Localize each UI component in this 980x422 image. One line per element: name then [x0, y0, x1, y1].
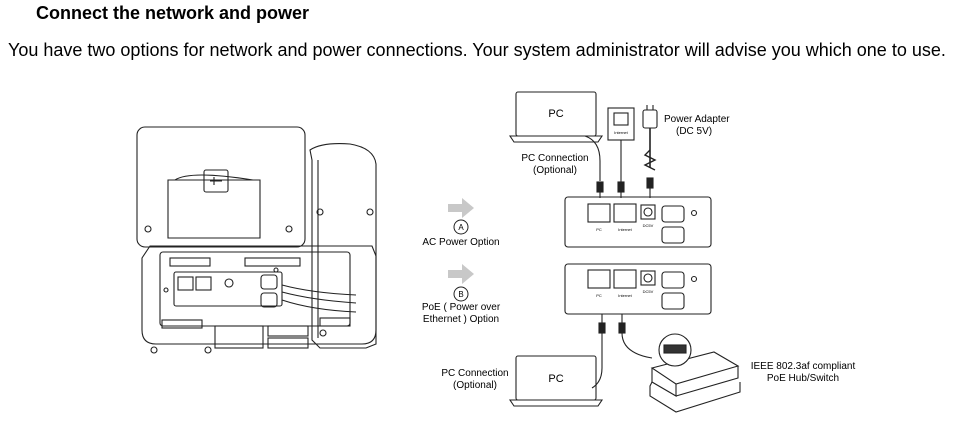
power-adapter-icon [642, 105, 658, 190]
port-label-dc-a: DC5V [643, 223, 654, 228]
internet-wall-jack [607, 107, 635, 141]
internet-jack-label: Internet [614, 130, 628, 135]
option-b-badge [453, 286, 469, 302]
phone-back-illustration [136, 126, 377, 354]
pc-bottom-label: PC [548, 373, 563, 385]
option-b-arrow-icon [448, 264, 474, 284]
power-adapter-label: Power Adapter (DC 5V) [664, 114, 730, 137]
option-a-arrow-icon [448, 198, 474, 218]
port-label-dc-b: DC5V [643, 289, 654, 294]
pc-connection-bottom-label: PC Connection (Optional) [441, 368, 509, 391]
poe-option-label: PoE ( Power over Ethernet ) Option [421, 302, 501, 325]
option-a-letter: A [458, 223, 464, 232]
ac-power-option-label: AC Power Option [422, 237, 500, 248]
pc-laptop-bottom [508, 355, 604, 407]
port-label-pc-b: PC [596, 293, 602, 298]
pc-connection-top-label: PC Connection (Optional) [521, 153, 589, 176]
option-a-badge [453, 219, 469, 235]
pc-top-label: PC [548, 108, 563, 120]
option-arrows [448, 198, 474, 284]
poe-switch-label: IEEE 802.3af compliant PoE Hub/Switch [750, 361, 856, 384]
port-panel-b [564, 263, 712, 315]
port-panel-a [564, 196, 712, 248]
poe-switch-icon [649, 333, 741, 413]
port-label-pc-a: PC [596, 227, 602, 232]
pc-laptop-top [508, 91, 604, 143]
option-b-letter: B [458, 290, 463, 299]
port-label-internet-b: Internet [618, 293, 632, 298]
port-label-internet-a: Internet [618, 227, 632, 232]
section-heading: Connect the network and power [36, 3, 310, 23]
intro-paragraph: You have two options for network and pow… [8, 40, 946, 60]
